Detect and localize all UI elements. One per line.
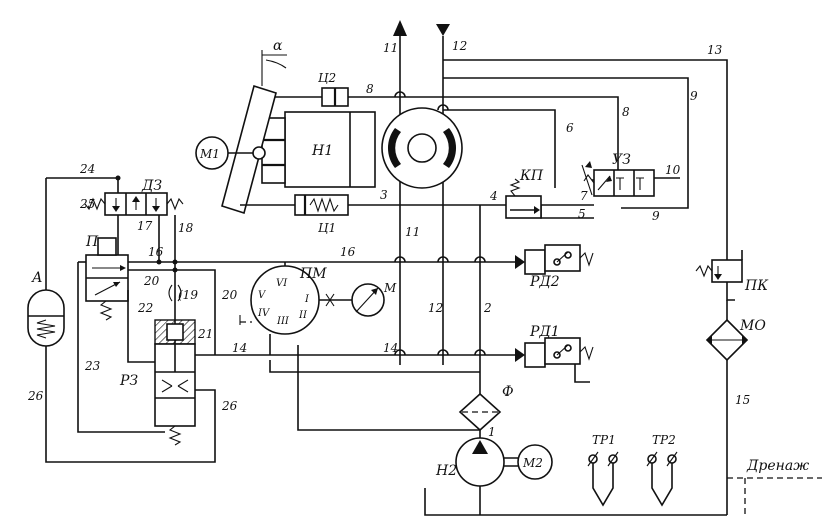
line-label-26a: 26 [27, 389, 44, 403]
label-m: М [383, 281, 397, 295]
label-kp: КП [519, 168, 544, 184]
line-label-25: 25 [79, 197, 95, 211]
line-label-16a: 16 [148, 245, 164, 259]
line-label-12a: 12 [452, 39, 467, 53]
valve-uz: УЗ [581, 152, 655, 197]
line-label-21: 21 [197, 327, 213, 341]
thermoreg-tr1: ТР1 [587, 433, 619, 507]
line-label-8b: 8 [622, 105, 630, 119]
label-pm: ПМ [299, 266, 327, 282]
pressure-switch-rd2: РД2 [515, 244, 594, 290]
line-label-16b: 16 [340, 245, 356, 259]
line-label-20a: 20 [143, 274, 160, 288]
line-label-23: 23 [84, 359, 101, 373]
valve-rz: РЗ [119, 319, 196, 446]
line-label-14a: 14 [232, 341, 247, 355]
line-12-main [436, 24, 450, 365]
label-alpha: α [273, 38, 283, 54]
line-11-main [393, 20, 407, 365]
label-c2: Ц2 [318, 71, 336, 85]
line-label-6: 6 [566, 121, 574, 135]
line-label-13: 13 [707, 43, 723, 57]
lines-20-22-23 [77, 259, 216, 433]
cooler-mo: МО [705, 300, 766, 515]
line-8 [348, 96, 619, 170]
line-label-20b: 20 [221, 288, 238, 302]
label-c1: Ц1 [318, 221, 336, 235]
line-label-7: 7 [580, 189, 588, 203]
line-pm-lower [269, 345, 480, 431]
distributor-disc [381, 107, 463, 189]
label-p: П [85, 234, 99, 250]
pm-port-ii: II [298, 310, 308, 321]
label-f: Ф [502, 384, 514, 400]
pump-n1: Н1 [261, 111, 376, 188]
crossovers [394, 91, 486, 356]
line-label-9b: 9 [652, 209, 660, 223]
valve-kp: КП [505, 168, 544, 219]
line-label-2: 2 [483, 301, 492, 315]
line-label-12b: 12 [428, 301, 443, 315]
label-rz: РЗ [119, 373, 138, 389]
label-mo: МО [739, 318, 766, 334]
label-tr1: ТР1 [592, 433, 616, 447]
line-label-24: 24 [79, 162, 95, 176]
pm-port-i: I [304, 294, 310, 305]
label-drain: Дренаж [746, 458, 809, 474]
pm-port-iv: IV [257, 308, 271, 319]
distributor-pm: ПМ М I II III IV V VI [239, 262, 397, 355]
line-6 [443, 109, 556, 188]
label-rd2: РД2 [529, 274, 560, 290]
label-dz: ДЗ [141, 178, 162, 194]
line-label-22: 22 [137, 301, 153, 315]
line-label-11a: 11 [383, 41, 398, 55]
line-label-11b: 11 [405, 225, 420, 239]
label-pk: ПК [744, 278, 769, 294]
line-label-5: 5 [578, 207, 586, 221]
label-m2: М2 [522, 456, 543, 470]
line-label-19: (19 [178, 288, 198, 302]
label-n2: Н2 [435, 463, 457, 479]
line-label-3: 3 [380, 188, 388, 202]
cylinder-c1: Ц1 [240, 194, 349, 235]
pump-n2: Н2 [435, 437, 505, 515]
line-label-9a: 9 [690, 89, 698, 103]
line-label-8a: 8 [366, 82, 374, 96]
line-label-17: 17 [137, 219, 153, 233]
valve-p: П [85, 234, 129, 321]
pm-port-v: V [258, 290, 267, 301]
pm-port-vi: VI [276, 278, 288, 289]
label-tr2: ТР2 [652, 433, 676, 447]
accumulator-a: А [27, 270, 216, 463]
thermoreg-tr2: ТР2 [646, 433, 678, 507]
line-label-10: 10 [665, 163, 681, 177]
pm-port-iii: III [276, 316, 290, 327]
line-9-top [443, 77, 689, 209]
line-label-26b: 26 [221, 399, 238, 413]
line-13 [443, 59, 728, 250]
tank-bottom: Дренаж [424, 458, 822, 516]
label-uz: УЗ [612, 152, 631, 168]
label-a: А [31, 270, 43, 286]
line-label-4: 4 [489, 189, 498, 203]
line-label-18: 18 [178, 221, 194, 235]
motor-m2: М2 [504, 444, 553, 480]
motor-m1: М1 [195, 136, 266, 170]
label-rd1: РД1 [529, 324, 560, 340]
cylinder-c2: Ц2 [275, 71, 349, 107]
pressure-switch-rd1: РД1 [515, 324, 594, 383]
line-label-14b: 14 [383, 341, 398, 355]
swash-plate: α [221, 38, 287, 215]
label-n1: Н1 [311, 143, 333, 159]
label-m1: М1 [199, 147, 220, 161]
filter-f: Ф [458, 384, 514, 442]
valve-pk: ПК [695, 250, 769, 301]
line-label-1: 1 [488, 425, 496, 439]
line-numbers: 11 12 13 8 8 9 6 3 4 7 5 10 9 11 16 16 2… [27, 39, 750, 439]
line-label-15: 15 [735, 393, 750, 407]
valve-dz: ДЗ [84, 178, 184, 216]
